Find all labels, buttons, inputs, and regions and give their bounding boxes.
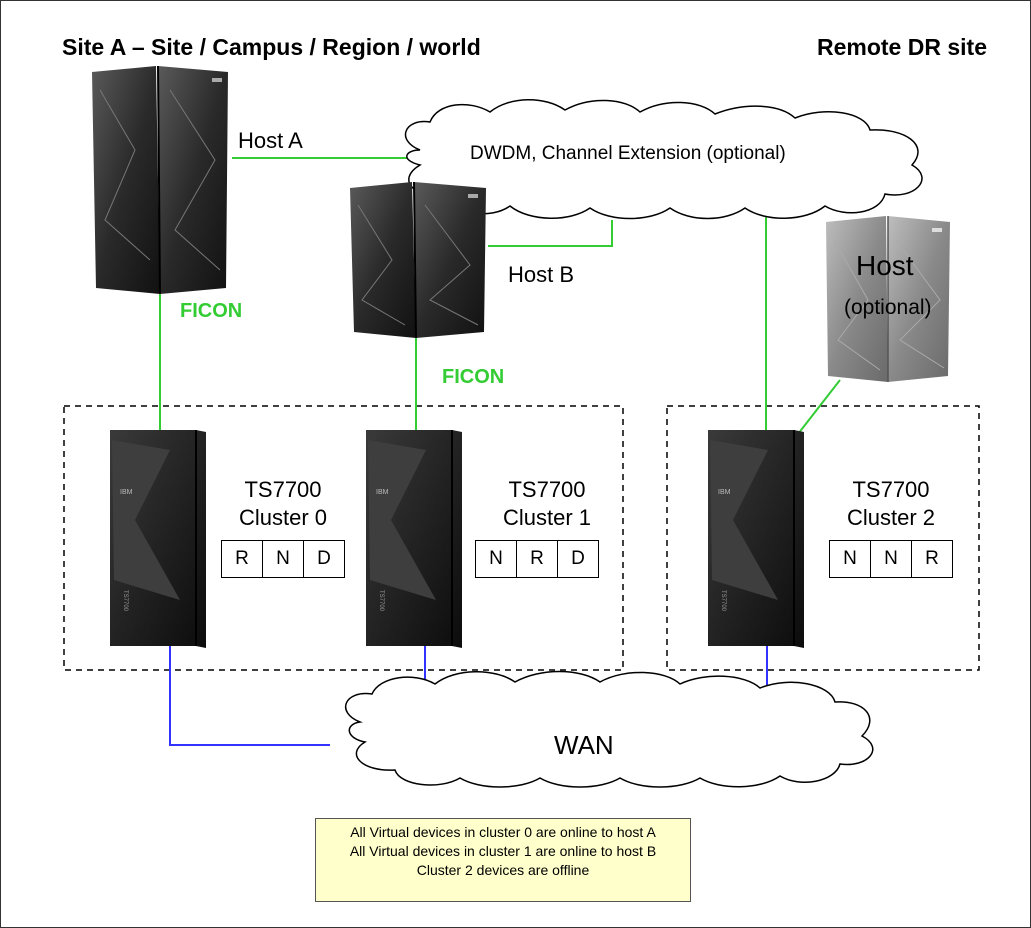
cluster-0-mode-cell: N: [263, 541, 304, 577]
link-host-b-dwdm: [488, 220, 613, 247]
cluster-2-brand-label: IBM: [718, 489, 731, 496]
cluster-1-model-label: TS7700: [378, 590, 384, 612]
cluster-1-mode-cell: R: [517, 541, 558, 577]
cluster-1-name: TS7700: [508, 477, 586, 502]
cluster-0-name: TS7700: [244, 477, 322, 502]
cluster-0-mode-cell: R: [222, 541, 263, 577]
host-b-label: Host B: [508, 262, 575, 287]
cluster-2-model-label: TS7700: [720, 590, 726, 612]
cluster-0-title: TS7700 Cluster 0: [213, 476, 353, 532]
cluster-2-title: TS7700 Cluster 2: [821, 476, 961, 532]
remote-host-label: Host: [856, 250, 914, 281]
cluster-1-brand-label: IBM: [376, 489, 389, 496]
remote-host-mainframe-icon: [826, 216, 950, 382]
cluster-0-mode-cell: D: [317, 548, 331, 569]
dwdm-cloud-label: DWDM, Channel Extension (optional): [470, 143, 786, 164]
wan-cloud-label: WAN: [554, 730, 614, 760]
host-b-mainframe-icon: [350, 181, 486, 339]
cluster-2-copy-modes: N N R: [829, 540, 953, 578]
cluster-1-copy-modes: N R D: [475, 540, 599, 578]
cluster-0-brand-label: IBM: [120, 489, 133, 496]
site-a-title: Site A – Site / Campus / Region / world: [62, 34, 481, 60]
cluster-2-cabinet-icon: [708, 430, 804, 648]
note-line: Cluster 2 devices are offline: [416, 862, 590, 878]
remote-dr-group-box: [666, 405, 980, 671]
cluster-2-mode-cell: N: [871, 541, 912, 577]
site-a-group-box: [63, 405, 624, 671]
cluster-2-number: Cluster 2: [846, 505, 936, 530]
cluster-0-cabinet-icon: [110, 430, 206, 648]
cluster-0-number: Cluster 0: [238, 505, 328, 530]
remote-host-optional-label: (optional): [844, 296, 932, 319]
cluster-1-number: Cluster 1: [502, 505, 592, 530]
cluster-1-mode-cell: N: [476, 541, 517, 577]
link-remote-host-cluster-2: [797, 379, 841, 435]
host-a-label: Host A: [238, 128, 303, 153]
cluster-1-title: TS7700 Cluster 1: [477, 476, 617, 532]
cluster-2-mode-cell: R: [925, 548, 939, 569]
cluster-1-mode-cell: D: [571, 548, 585, 569]
note-line: All Virtual devices in cluster 1 are onl…: [349, 843, 657, 859]
wan-link-cluster-0: [169, 646, 330, 746]
remote-dr-title: Remote DR site: [817, 34, 987, 60]
cluster-0-model-label: TS7700: [122, 590, 128, 612]
ficon-label-host-a: FICON: [180, 300, 243, 322]
dwdm-cloud: [404, 99, 923, 220]
cluster-2-mode-cell: N: [830, 541, 871, 577]
ficon-label-host-b: FICON: [442, 366, 505, 388]
host-a-mainframe-icon: [92, 65, 228, 295]
wan-cloud: [345, 670, 874, 788]
cluster-1-cabinet-icon: [366, 430, 462, 648]
note-line: All Virtual devices in cluster 0 are onl…: [350, 824, 656, 840]
status-note: All Virtual devices in cluster 0 are onl…: [315, 818, 691, 902]
cluster-2-name: TS7700: [852, 477, 930, 502]
cluster-0-copy-modes: R N D: [221, 540, 345, 578]
